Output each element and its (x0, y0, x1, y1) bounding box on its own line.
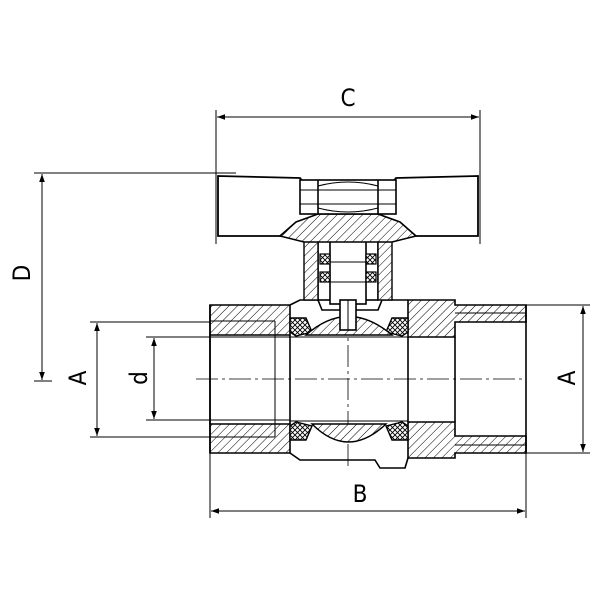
seal-top-left (289, 317, 313, 337)
handle-hub (278, 213, 418, 243)
left-end-upper-wall (209, 304, 291, 336)
left-end-lower-wall (209, 423, 291, 454)
stem (303, 233, 393, 331)
dimension-labels: C D A d A B (8, 84, 581, 508)
seat-seals (289, 317, 409, 441)
right-end-lower-wall (407, 421, 527, 459)
seal-top-right (385, 317, 409, 337)
seal-bottom-right (385, 421, 409, 441)
dim-label-d-height: D (8, 265, 36, 282)
dim-label-c: C (340, 84, 355, 112)
ball-bottom-cap (310, 423, 388, 443)
dim-label-a-left: A (64, 370, 92, 385)
stem-right-wall (377, 233, 393, 301)
stem-o-rings (319, 253, 377, 283)
seal-bottom-left (289, 421, 313, 441)
dim-label-a-right: A (553, 370, 581, 385)
stem-left-wall (303, 233, 319, 301)
dim-label-d-bore: d (125, 371, 153, 385)
hex-nut (299, 179, 397, 215)
valve-body (209, 299, 527, 469)
butterfly-handle (217, 175, 479, 243)
right-end-upper-wall (407, 299, 527, 338)
dim-label-b: B (353, 480, 368, 508)
dimension-lines (34, 110, 590, 518)
